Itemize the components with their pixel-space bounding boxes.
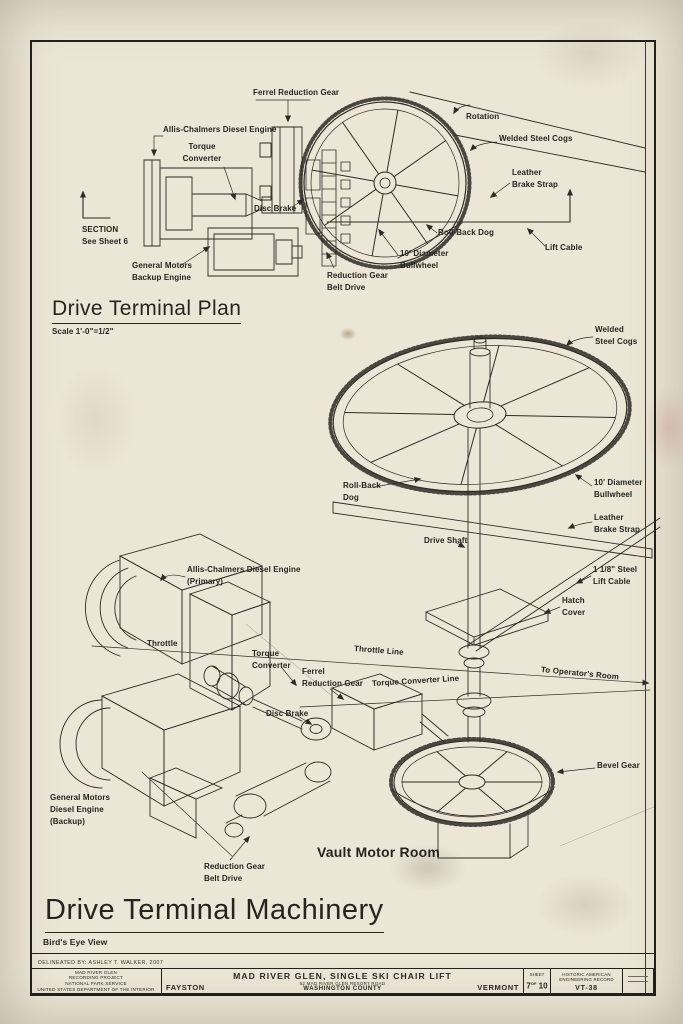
sheet-number: 7OF 10 [524,981,550,991]
be-lift-cable-label: 1 1/8" Steel Lift Cable [593,565,638,586]
title-block-sheet-cell: SHEET 7OF 10 [523,969,550,993]
delineated-credit: DELINEATED BY: ASHLEY T. WALKER, 2007 [38,960,164,966]
project-county: WASHINGTON COUNTY [303,985,382,992]
sheet-label: SHEET [529,972,545,977]
be-gm-backup-label: General Motors Diesel Engine (Backup) [50,793,111,826]
project-state: VERMONT [477,982,519,992]
sheet-main-title: Drive Terminal Machinery [45,894,384,933]
plan-scale-note: Scale 1'-0"=1/2" [52,327,114,336]
lift-cable-label: Lift Cable [545,243,583,252]
plan-bullwheel [301,99,470,268]
birdseye-bullwheel [325,327,635,504]
vault-motor-room-label: Vault Motor Room [317,844,440,860]
be-disc-brake-label: Disc Brake [266,709,309,718]
sheet-of: OF [530,981,537,987]
rotation-label: Rotation [466,112,500,121]
fine-print-line [628,981,648,982]
be-throttle-label: Throttle [147,639,178,648]
sheet-subtitle: Bird's Eye View [43,937,108,947]
be-reduction-gear-label: Reduction Gear Belt Drive [204,862,265,883]
plan-allis-engine [144,160,272,246]
project-title: MAD RIVER GLEN, SINGLE SKI CHAIR LIFT [233,971,452,981]
title-block: MAD RIVER GLEN RECORDING PROJECT NATIONA… [30,968,654,994]
section-marker-label: SECTION See Sheet 6 [82,225,129,246]
plan-reduction-gear [260,127,302,213]
welded-steel-cogs-label: Welded Steel Cogs [499,134,573,143]
plan-leader-lines [151,100,545,268]
project-town: FAYSTON [166,982,205,992]
disc-brake-label: Disc Brake [254,204,297,213]
sheet-no: 7 [526,982,531,991]
haer-record-label: HISTORIC AMERICAN ENGINEERING RECORD [559,971,614,983]
sheet-border [30,40,656,996]
be-allis-chalmers-label: Allis-Chalmers Diesel Engine (Primary) [187,565,301,586]
plan-cables [80,92,645,258]
birdseye-room-lines [246,624,656,846]
be-welded-steel-cogs-label: Welded Steel Cogs [595,325,638,346]
be-hatch-cover-label: Hatch Cover [562,596,586,617]
birdseye-bevel-gear [391,739,553,858]
birdseye-cables [92,502,660,707]
bevel-gear-label: Bevel Gear [597,761,640,770]
be-ferrel-gear-label: Ferrel Reduction Gear [302,667,363,688]
title-block-end-cell [622,969,653,993]
title-block-project-cell: MAD RIVER GLEN, SINGLE SKI CHAIR LIFT 62… [161,969,523,993]
be-leather-strap-label: Leather Brake Strap [594,513,641,534]
be-drive-shaft-label: Drive Shaft [424,536,468,545]
title-block-agency-cell: MAD RIVER GLEN RECORDING PROJECT NATIONA… [31,969,161,993]
project-address: 62 MAD RIVER GLEN RESORT ROAD [299,981,386,986]
be-rollback-dog-label: Roll-Back Dog [343,481,381,502]
fine-print-line [628,976,648,977]
agency-text: MAD RIVER GLEN RECORDING PROJECT NATIONA… [37,969,155,992]
sheet-total: 10 [538,982,548,991]
leather-brake-strap-label: Leather Brake Strap [512,168,559,189]
ferrel-reduction-gear-label: Ferrel Reduction Gear [253,88,340,97]
be-torque-converter-label: Torque Converter [252,649,291,670]
title-block-haer-cell: HISTORIC AMERICAN ENGINEERING RECORD VT-… [550,969,622,993]
plan-view-title: Drive Terminal Plan [52,297,242,325]
rollback-dog-label: Roll-Back Dog [438,228,494,237]
gm-backup-engine-label: General Motors Backup Engine [132,261,193,282]
haer-record-number: VT-38 [575,984,598,992]
torque-converter-label: Torque Converter [182,142,222,163]
bullwheel-label: 10' Diameter Bullwheel [400,249,449,270]
be-bullwheel-label: 10' Diameter Bullwheel [594,478,643,499]
reduction-gear-label: Reduction Gear Belt Drive [327,271,388,292]
allis-chalmers-label: Allis-Chalmers Diesel Engine [163,125,277,134]
title-block-top-rule [30,953,654,954]
birdseye-leader-lines [160,337,595,860]
sheet-border-inner [645,40,646,994]
